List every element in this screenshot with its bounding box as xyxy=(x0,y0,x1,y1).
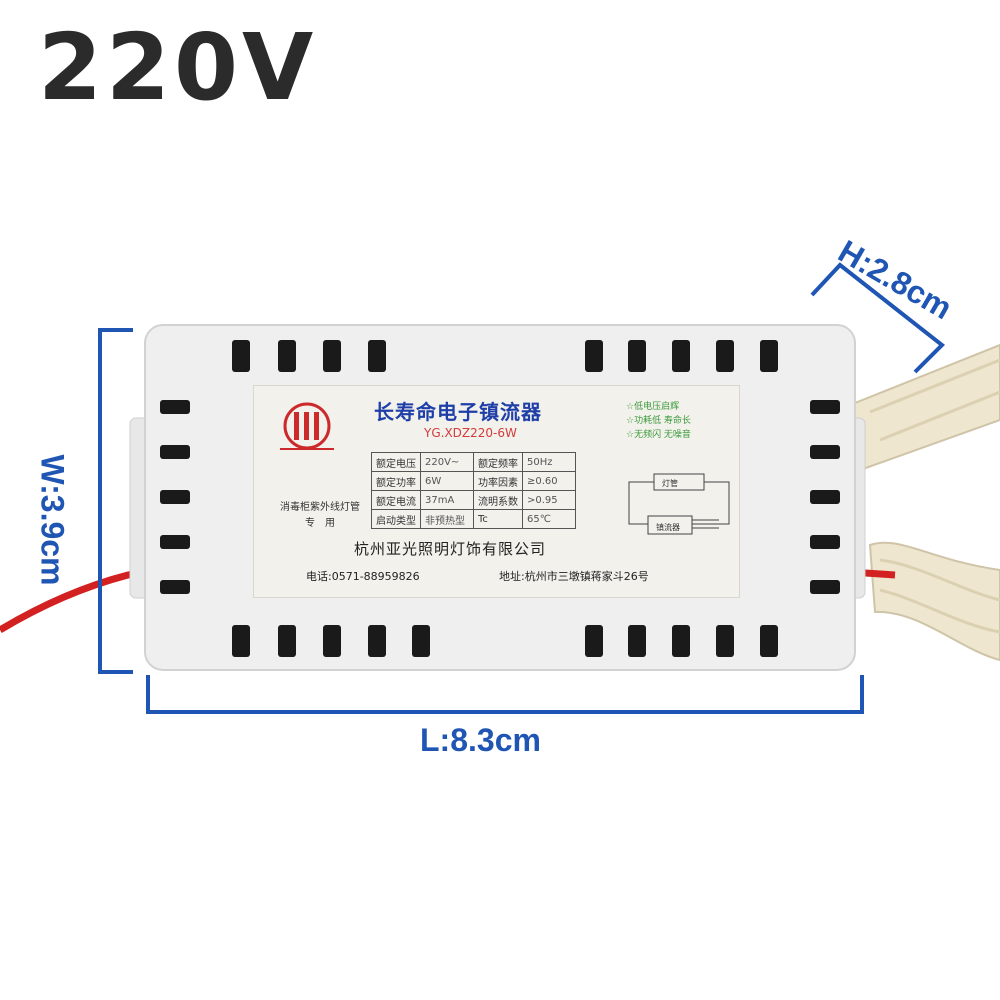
label-title: 长寿命电子镇流器 xyxy=(374,400,542,424)
spec-row: 额定电流 37mA 流明系数 >0.95 xyxy=(371,490,576,510)
width-dimension-label: W:3.9cm xyxy=(34,454,71,586)
wiring-ballast-label: 镇流器 xyxy=(656,523,680,532)
phone-number: 电话:0571-88959826 xyxy=(306,570,420,583)
spec-value: 220V~ xyxy=(420,452,474,472)
spec-value: 37mA xyxy=(420,490,474,510)
spec-value: >0.95 xyxy=(522,490,576,510)
dimension-line-height xyxy=(810,262,946,374)
spec-key: 额定电流 xyxy=(371,490,421,510)
spec-value: 50Hz xyxy=(522,452,576,472)
feature-item: ☆无频闪 无噪音 xyxy=(626,430,691,440)
spec-row: 额定电压 220V~ 额定频率 50Hz xyxy=(371,452,576,472)
usage-line: 专 用 xyxy=(305,518,335,529)
wiring-diagram xyxy=(628,473,730,535)
vent-slots-side xyxy=(160,400,840,594)
usage-note: 消毒柜紫外线灯管 专 用 xyxy=(266,500,374,532)
spec-key: Tc xyxy=(473,509,523,529)
spec-key: 功率因素 xyxy=(473,471,523,491)
feature-item: ☆功耗低 寿命长 xyxy=(626,416,691,426)
spec-key: 额定功率 xyxy=(371,471,421,491)
red-wire-left xyxy=(0,566,151,634)
vent-slots-bottom xyxy=(232,625,778,657)
dimension-line-length xyxy=(146,675,864,714)
length-dimension-label: L:8.3cm xyxy=(420,722,541,758)
cable-sleeve-lower xyxy=(868,541,1000,662)
spec-value: 非预热型 xyxy=(420,509,474,529)
usage-line: 消毒柜紫外线灯管 xyxy=(280,502,360,513)
spec-key: 额定电压 xyxy=(371,452,421,472)
spec-value: 65℃ xyxy=(522,509,576,529)
spec-row: 额定功率 6W 功率因素 ≥0.60 xyxy=(371,471,576,491)
voltage-heading: 220V xyxy=(38,14,318,121)
spec-row: 启动类型 非预热型 Tc 65℃ xyxy=(371,509,576,529)
feature-list: ☆低电压启辉 ☆功耗低 寿命长 ☆无频闪 无噪音 xyxy=(626,400,691,442)
product-label: 长寿命电子镇流器 YG.XDZ220-6W ☆低电压启辉 ☆功耗低 寿命长 ☆无… xyxy=(253,385,740,598)
spec-table: 额定电压 220V~ 额定频率 50Hz 额定功率 6W 功率因素 ≥0.60 … xyxy=(371,452,576,529)
wiring-lamp-label: 灯管 xyxy=(662,479,678,488)
model-number: YG.XDZ220-6W xyxy=(424,426,517,440)
company-address: 地址:杭州市三墩镇蒋家斗26号 xyxy=(499,570,649,583)
dimension-line-width xyxy=(98,328,133,674)
spec-key: 启动类型 xyxy=(371,509,421,529)
company-name: 杭州亚光照明灯饰有限公司 xyxy=(354,540,547,558)
spec-value: 6W xyxy=(420,471,474,491)
vent-slots-top xyxy=(232,340,778,372)
spec-key: 额定频率 xyxy=(473,452,523,472)
spec-key: 流明系数 xyxy=(473,490,523,510)
feature-item: ☆低电压启辉 xyxy=(626,402,680,412)
spec-value: ≥0.60 xyxy=(522,471,576,491)
brand-logo xyxy=(280,402,334,450)
